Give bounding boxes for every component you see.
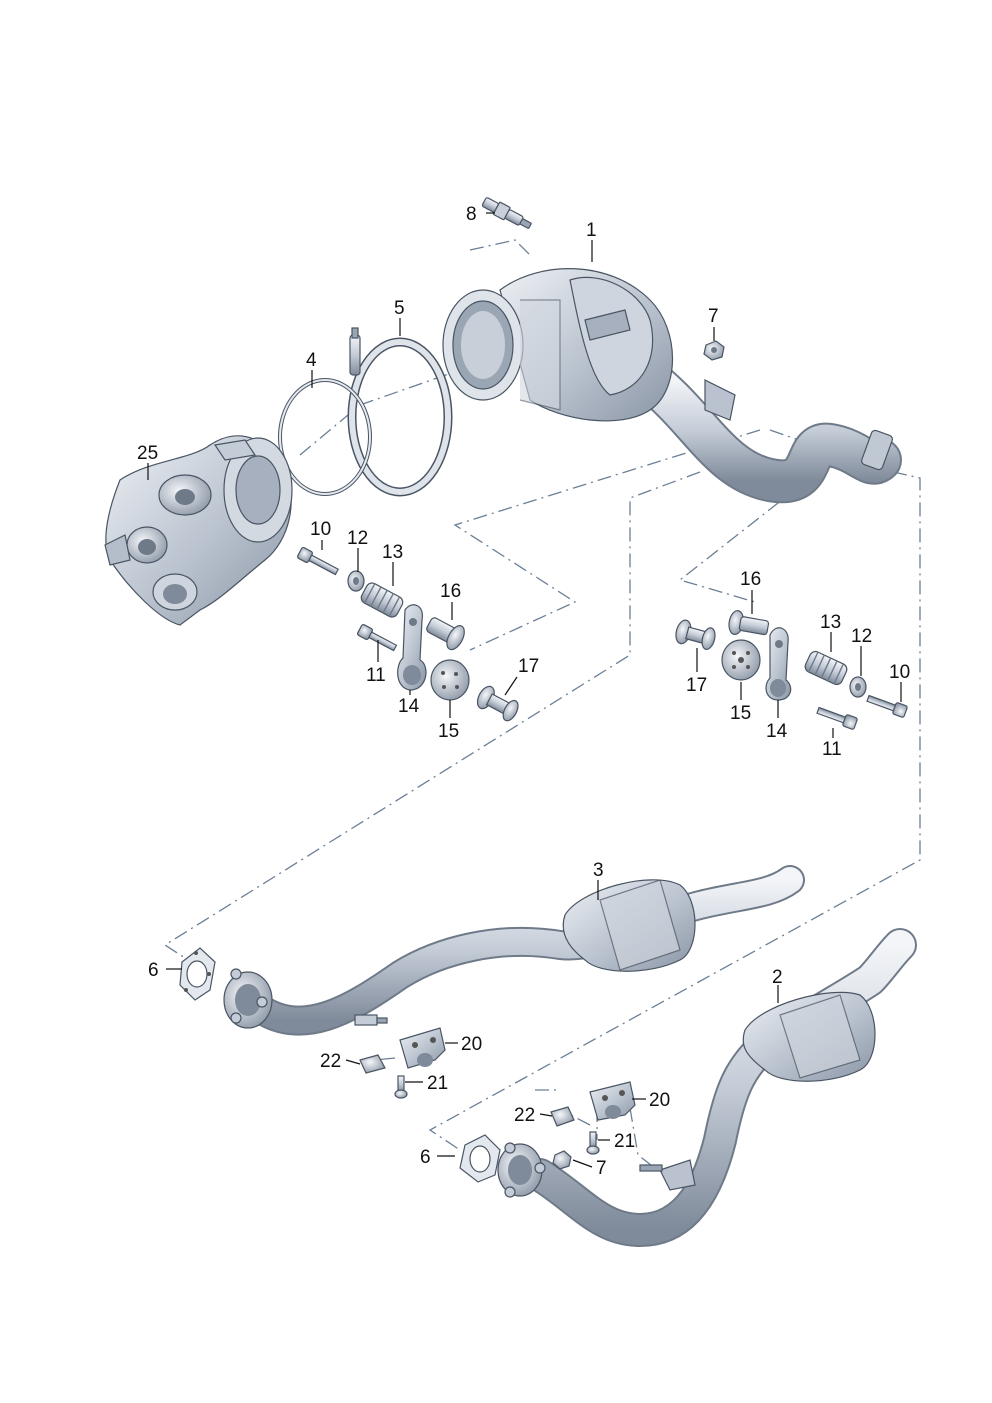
callout-21-left: 21 (427, 1073, 448, 1094)
assembly-line-nut-22b (564, 1111, 591, 1126)
washer-12-right (849, 676, 867, 698)
callout-17-left: 17 (518, 656, 539, 677)
callout-12-left: 12 (347, 528, 368, 549)
catalytic-converter (442, 268, 902, 504)
nut-7b (552, 1150, 572, 1170)
gasket-ring (278, 378, 372, 496)
hanger-set-right (675, 610, 908, 730)
spring-13-left (360, 582, 404, 618)
callout-6-lower: 6 (420, 1147, 431, 1168)
bushing-16-right (728, 610, 770, 636)
callout-16-right: 16 (740, 569, 761, 590)
assembly-line-sensor (469, 239, 531, 256)
nut-upper (703, 340, 725, 361)
bracket-14-right (765, 627, 792, 701)
callout-15-right: 15 (730, 703, 751, 724)
callout-2: 2 (772, 967, 783, 988)
bushing-17-left (476, 685, 519, 722)
assembly-lines (163, 239, 921, 1173)
washer-12-left (347, 570, 365, 592)
screw-21a (394, 1075, 408, 1099)
callout-8: 8 (466, 204, 477, 225)
gasket-6-upper (179, 947, 216, 1001)
front-pipe-with-catalyst-2 (497, 928, 917, 1247)
mount-15-left (430, 659, 470, 701)
clamp-ring (347, 327, 453, 497)
flange-3 (223, 968, 273, 1029)
callout-labels: 1 2 3 4 5 6 6 7 7 8 10 10 11 11 12 12 13… (137, 204, 910, 1179)
callout-3: 3 (593, 860, 604, 881)
callout-14-right: 14 (766, 721, 788, 742)
callout-1: 1 (586, 220, 597, 241)
callout-20-right: 20 (649, 1090, 670, 1111)
leader-lines (147, 212, 902, 1168)
callout-11-left: 11 (366, 665, 386, 686)
nut-22a (359, 1054, 386, 1074)
callout-10-right: 10 (889, 662, 910, 683)
assembly-line-left-hanger (453, 429, 761, 651)
callout-10-left: 10 (310, 519, 331, 540)
bushing-16-left (426, 617, 465, 651)
bolt-10-left (296, 546, 340, 576)
callout-5: 5 (394, 298, 405, 319)
bracket-set-lower-right (550, 1081, 636, 1170)
callout-16-left: 16 (440, 581, 461, 602)
gasket-6-lower (459, 1134, 501, 1183)
callout-13-left: 13 (382, 542, 403, 563)
bolt-11-left (356, 623, 398, 652)
bracket-14-left (397, 604, 427, 691)
mount-15-right (721, 639, 761, 681)
bolt-11-right (816, 706, 858, 730)
callout-7-lower: 7 (596, 1158, 607, 1179)
callout-7-upper: 7 (708, 306, 719, 327)
callout-12-right: 12 (851, 626, 872, 647)
turbocharger (104, 435, 293, 626)
hanger-set-left (296, 546, 519, 722)
assembly-line-pipe-3 (163, 471, 701, 959)
nut-22b (550, 1106, 575, 1127)
callout-25: 25 (137, 443, 158, 464)
callout-15-left: 15 (438, 721, 459, 742)
bolt-10-right (866, 694, 908, 718)
callout-4: 4 (306, 350, 317, 371)
callout-6-upper: 6 (148, 960, 159, 981)
callout-21-right: 21 (614, 1131, 635, 1152)
oxygen-sensor (481, 197, 532, 229)
callout-22-right: 22 (514, 1105, 535, 1126)
front-pipe-with-catalyst-3 (223, 865, 805, 1036)
assembly-line-turbo-axis (299, 369, 461, 456)
spring-13-right (804, 650, 848, 686)
bracket-set-lower-left (359, 1027, 446, 1099)
callout-17-right: 17 (686, 675, 707, 696)
assembly-line-nut-22a (374, 1057, 396, 1061)
callout-14-left: 14 (398, 696, 420, 717)
assembly-line-right-hanger (678, 469, 821, 603)
bushing-17-right (675, 619, 716, 650)
callout-11-right: 11 (822, 739, 842, 760)
callout-22-left: 22 (320, 1051, 341, 1072)
assembly-line-pipe-2 (428, 429, 921, 1151)
screw-21b (586, 1131, 600, 1155)
callout-13-right: 13 (820, 612, 841, 633)
flange-2 (497, 1142, 546, 1198)
callout-20-left: 20 (461, 1034, 482, 1055)
